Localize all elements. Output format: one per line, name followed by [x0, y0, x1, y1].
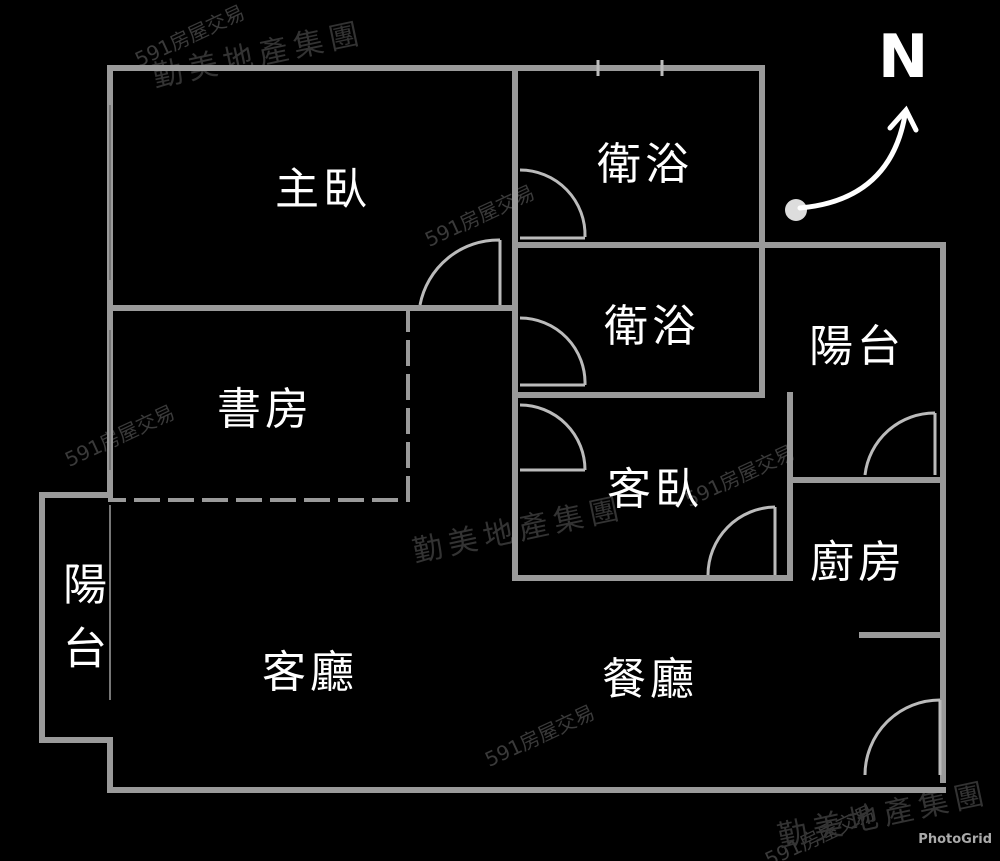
- window-bath: [596, 60, 664, 76]
- door-bath2: [519, 316, 587, 387]
- room-bath-2: 衛浴: [604, 301, 700, 352]
- room-master-bedroom: 主臥: [275, 164, 371, 215]
- room-balcony-west: 陽台: [55, 561, 106, 689]
- door-balcony: [863, 411, 937, 476]
- west-balcony: [39, 492, 111, 743]
- room-balcony-east: 陽台: [809, 321, 905, 372]
- door-entry: [863, 698, 942, 776]
- north-arrow-icon: [797, 105, 919, 211]
- door-bath1: [519, 168, 587, 240]
- door-guest1: [519, 403, 587, 472]
- room-dining: 餐廳: [602, 654, 698, 705]
- room-guest-bedroom: 客臥: [607, 464, 703, 515]
- north-label: N: [878, 22, 929, 92]
- room-bath-1: 衛浴: [597, 139, 693, 190]
- room-study: 書房: [217, 384, 313, 435]
- room-kitchen: 廚房: [810, 537, 906, 588]
- photogrid-watermark: PhotoGrid: [918, 832, 992, 847]
- compass-dot-icon: [785, 199, 807, 221]
- door-guest2: [706, 505, 777, 576]
- door-master: [418, 238, 502, 306]
- room-living: 客廳: [262, 647, 358, 698]
